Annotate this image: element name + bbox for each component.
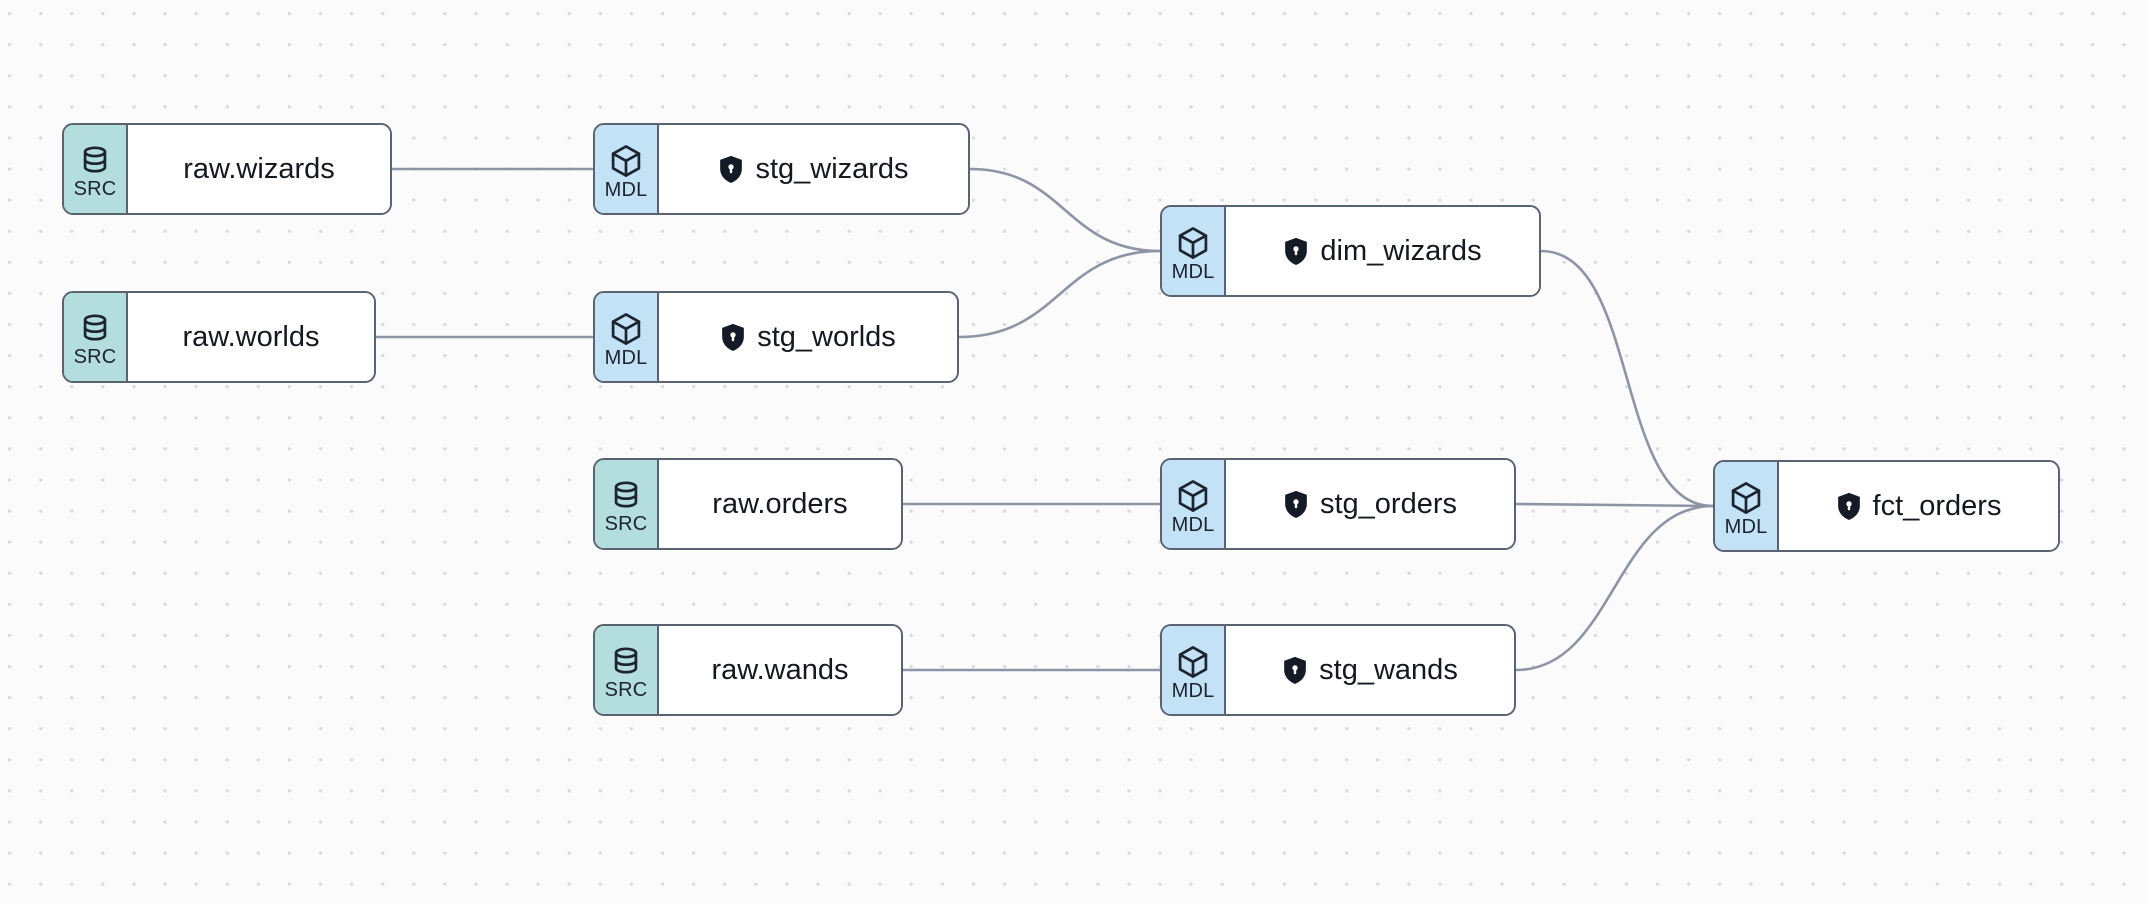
node-badge-mdl: MDL: [1715, 462, 1779, 550]
node-body: stg_wands: [1226, 626, 1514, 714]
edge-stg_wizards-to-dim_wizards[interactable]: [968, 167, 1162, 253]
node-body: raw.wands: [659, 626, 901, 714]
node-label: stg_wands: [1319, 653, 1458, 686]
node-body: fct_orders: [1779, 462, 2058, 550]
node-badge-label: MDL: [604, 178, 648, 201]
node-badge-mdl: MDL: [1162, 460, 1226, 548]
node-label: stg_worlds: [757, 320, 896, 353]
node-stg_worlds[interactable]: MDL stg_worlds: [593, 291, 959, 383]
node-label: stg_wizards: [755, 152, 909, 185]
node-raw_worlds[interactable]: SRC raw.worlds: [62, 291, 376, 383]
node-badge-label: SRC: [73, 177, 117, 200]
cube-icon: [1175, 225, 1211, 261]
node-badge-mdl: MDL: [1162, 207, 1226, 295]
node-badge-label: SRC: [604, 512, 648, 535]
edge-stg_worlds-to-dim_wizards[interactable]: [957, 249, 1162, 339]
node-label: raw.wizards: [183, 152, 335, 185]
node-body: raw.wizards: [128, 125, 390, 213]
node-stg_wands[interactable]: MDL stg_wands: [1160, 624, 1516, 716]
node-stg_wizards[interactable]: MDL stg_wizards: [593, 123, 970, 215]
node-badge-src: SRC: [64, 125, 128, 213]
node-badge-label: MDL: [1171, 260, 1215, 283]
node-fct_orders[interactable]: MDL fct_orders: [1713, 460, 2060, 552]
shield-lock-icon: [1283, 237, 1309, 266]
node-label: dim_wizards: [1320, 234, 1482, 267]
cube-icon: [1175, 478, 1211, 514]
cube-icon: [1175, 644, 1211, 680]
node-badge-label: MDL: [1171, 513, 1215, 536]
shield-lock-icon: [720, 323, 746, 352]
cube-icon: [608, 143, 644, 179]
shield-lock-icon: [1836, 492, 1862, 521]
database-icon: [609, 479, 643, 513]
node-label: stg_orders: [1319, 487, 1457, 520]
edge-stg_orders-to-fct_orders[interactable]: [1514, 502, 1715, 508]
node-body: stg_worlds: [659, 293, 957, 381]
edge-stg_wands-to-fct_orders[interactable]: [1514, 504, 1715, 672]
node-badge-label: MDL: [1171, 679, 1215, 702]
node-dim_wizards[interactable]: MDL dim_wizards: [1160, 205, 1541, 297]
node-badge-label: MDL: [1724, 515, 1768, 538]
node-label: raw.wands: [711, 653, 849, 686]
node-label: fct_orders: [1872, 489, 2002, 522]
shield-lock-icon: [1283, 490, 1309, 519]
node-body: stg_orders: [1226, 460, 1514, 548]
node-body: raw.orders: [659, 460, 901, 548]
node-label: raw.worlds: [182, 320, 320, 353]
node-badge-src: SRC: [64, 293, 128, 381]
node-raw_wands[interactable]: SRC raw.wands: [593, 624, 903, 716]
node-badge-label: SRC: [73, 345, 117, 368]
edge-dim_wizards-to-fct_orders[interactable]: [1539, 249, 1715, 508]
cube-icon: [1728, 480, 1764, 516]
shield-lock-icon: [1282, 656, 1308, 685]
node-badge-mdl: MDL: [595, 293, 659, 381]
database-icon: [609, 645, 643, 679]
node-raw_wizards[interactable]: SRC raw.wizards: [62, 123, 392, 215]
cube-icon: [608, 311, 644, 347]
node-body: raw.worlds: [128, 293, 374, 381]
node-badge-mdl: MDL: [1162, 626, 1226, 714]
node-badge-mdl: MDL: [595, 125, 659, 213]
node-raw_orders[interactable]: SRC raw.orders: [593, 458, 903, 550]
node-label: raw.orders: [712, 487, 848, 520]
node-badge-src: SRC: [595, 460, 659, 548]
node-body: stg_wizards: [659, 125, 968, 213]
node-stg_orders[interactable]: MDL stg_orders: [1160, 458, 1516, 550]
database-icon: [78, 312, 112, 346]
shield-lock-icon: [718, 155, 744, 184]
node-badge-src: SRC: [595, 626, 659, 714]
node-badge-label: SRC: [604, 678, 648, 701]
database-icon: [78, 144, 112, 178]
node-badge-label: MDL: [604, 346, 648, 369]
node-body: dim_wizards: [1226, 207, 1539, 295]
